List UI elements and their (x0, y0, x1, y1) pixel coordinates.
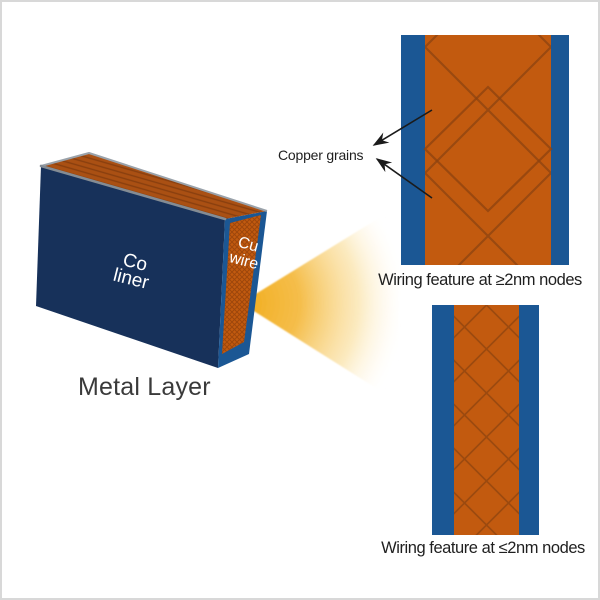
zoom-beam-cone-icon (241, 205, 400, 402)
copper-grains-arrows (372, 109, 433, 199)
panel-top-extra-grain (423, 85, 553, 213)
copper-grains-label: Copper grains (278, 147, 364, 163)
box-side-face-cu-wire-hatch (222, 215, 261, 354)
metal-layer-caption: Metal Layer (78, 373, 211, 401)
panel-wiring-2nm-minus (432, 305, 539, 535)
metal-layer-box (36, 152, 268, 368)
panel-bottom-grain-lattice (454, 305, 519, 535)
box-top-face-striations (41, 153, 267, 219)
box-front-face-co-liner (36, 166, 225, 368)
panel-top-caption: Wiring feature at ≥2nm nodes (378, 271, 582, 289)
box-top-back-edge (40, 152, 268, 212)
panel-top-grain-lattice (425, 35, 551, 265)
copper-grains-arrow-lower-icon (375, 158, 433, 199)
copper-grains-arrow-upper-icon (372, 109, 433, 146)
box-top-front-edge (39, 164, 227, 221)
panel-wiring-2nm-plus (401, 35, 569, 265)
panel-bottom-caption: Wiring feature at ≤2nm nodes (381, 539, 585, 557)
